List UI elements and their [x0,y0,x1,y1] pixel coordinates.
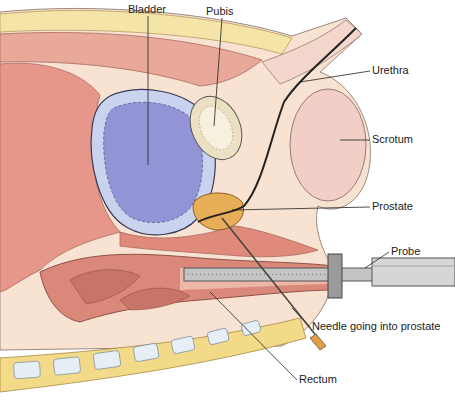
part-label: Prostate [372,200,413,213]
leader-line [232,207,370,210]
body-section [0,8,370,350]
leader-line [148,16,149,165]
vertebra [207,328,230,345]
leader-line [210,292,297,380]
scrotum [290,89,366,201]
leader-line [214,18,222,126]
rectum-fold [120,288,190,310]
part-label: Urethra [372,64,409,77]
part-label: Pubis [206,5,234,18]
probe-handle-line [372,266,455,267]
part-label: Bladder [128,3,166,16]
leader-line [365,252,389,268]
bladder-interior [104,102,203,222]
rectum-wall [40,254,334,322]
probe-shaft [184,268,374,281]
needle-hub [310,334,326,350]
leader-line [340,140,370,141]
vertebra [93,350,121,369]
urethra [198,28,356,222]
leader-line [292,308,310,327]
part-label: Probe [391,245,420,258]
probe-scale [188,274,325,275]
probe-handle [372,258,455,286]
pubic-bone-inner [193,101,240,155]
leader-line [300,71,370,82]
prostate [193,193,243,230]
vertebra [13,361,40,379]
part-label: Scrotum [372,133,413,146]
vertebra [133,343,159,362]
biopsy-needle [222,218,318,338]
part-label: Needle going into prostate [312,320,440,333]
probe-clamp [328,254,342,298]
vertebra [171,336,195,354]
sacrum [0,318,306,392]
part-label: Rectum [299,373,337,386]
vertebra [53,357,81,376]
